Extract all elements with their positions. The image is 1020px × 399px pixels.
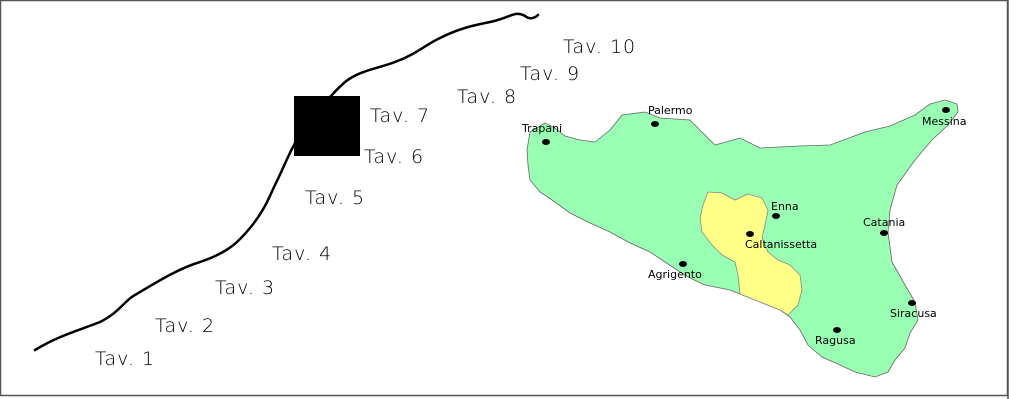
city-label-enna: Enna: [771, 200, 799, 213]
caltanissetta-province: [699, 191, 803, 316]
city-label-agrigento: Agrigento: [648, 268, 702, 281]
route-line: [33, 12, 540, 352]
city-label-siracusa: Siracusa: [890, 307, 937, 320]
city-label-trapani: Trapani: [521, 122, 562, 135]
sheet-label-8[interactable]: Tav. 8: [457, 86, 517, 108]
sheet-label-4[interactable]: Tav. 4: [272, 243, 332, 265]
city-label-ragusa: Ragusa: [815, 334, 856, 347]
city-dots: [542, 107, 950, 333]
sheet-label-5[interactable]: Tav. 5: [305, 187, 365, 209]
city-label-palermo: Palermo: [648, 104, 693, 117]
city-label-catania: Catania: [863, 216, 905, 229]
city-dot-agrigento[interactable]: [679, 261, 687, 267]
city-label-messina: Messina: [922, 115, 967, 128]
city-dot-siracusa[interactable]: [908, 300, 916, 306]
sheet-label-7[interactable]: Tav. 7: [370, 105, 430, 127]
city-dot-catania[interactable]: [880, 230, 888, 236]
sheet-label-9[interactable]: Tav. 9: [520, 63, 580, 85]
city-label-caltanissetta: Caltanissetta: [745, 238, 817, 251]
city-dot-trapani[interactable]: [542, 139, 550, 145]
sheet-label-2[interactable]: Tav. 2: [155, 315, 215, 337]
sheet-label-6[interactable]: Tav. 6: [364, 146, 424, 168]
city-dot-messina[interactable]: [942, 107, 950, 113]
city-dot-caltanissetta[interactable]: [746, 231, 754, 237]
sheet-label-1[interactable]: Tav. 1: [95, 348, 155, 370]
sheet-label-3[interactable]: Tav. 3: [215, 277, 275, 299]
city-dot-palermo[interactable]: [651, 121, 659, 127]
sheet-label-10[interactable]: Tav. 10: [563, 36, 636, 58]
city-dot-ragusa[interactable]: [833, 327, 841, 333]
selected-sheet-marker[interactable]: [294, 96, 360, 156]
city-dot-enna[interactable]: [772, 213, 780, 219]
